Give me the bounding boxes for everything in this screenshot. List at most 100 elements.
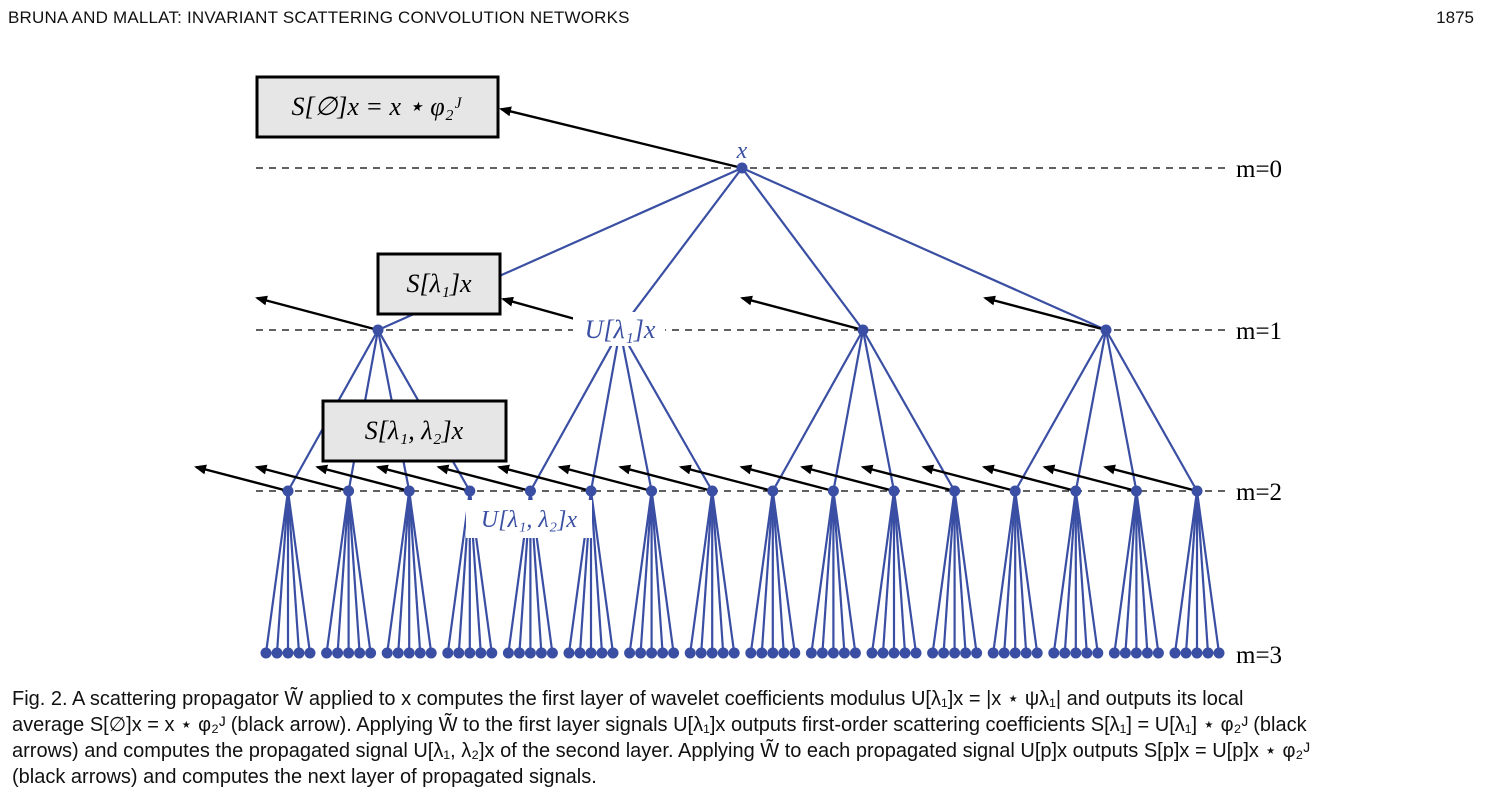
u-lambda1-label: U[λ₁]x: [585, 315, 656, 344]
level-label-m0: m=0: [1236, 156, 1282, 183]
level3-node: [293, 647, 305, 659]
level3-node: [332, 647, 344, 659]
edge-level2-level3: [1063, 490, 1077, 654]
level3-node: [998, 647, 1010, 659]
level3-node: [1152, 647, 1164, 659]
level3-node: [442, 647, 454, 659]
level3-node: [574, 647, 586, 659]
level3-node: [756, 647, 768, 659]
edge-level2-level3: [992, 490, 1017, 654]
edge-level1-level2: [832, 329, 865, 492]
edge-level2-level3: [881, 490, 896, 654]
edge-level2-level3: [347, 490, 372, 654]
edge-level2-level3: [1074, 490, 1088, 654]
level3-node: [910, 647, 922, 659]
page-number: 1875: [1436, 8, 1474, 27]
arrow-level1-output: [740, 295, 864, 332]
edge-level2-level3: [892, 490, 918, 654]
level3-node: [635, 647, 647, 659]
arrow-level2-output: [618, 464, 713, 493]
edge-level2-level3: [771, 490, 796, 654]
edge-level2-level3: [325, 490, 350, 654]
level3-node: [778, 647, 790, 659]
level2-node: [1130, 485, 1142, 497]
box-s-empty: S[∅]x = x ⋆ φ₂ᴶ: [255, 75, 500, 139]
level3-node: [1169, 647, 1181, 659]
level-label-m1: m=1: [1236, 318, 1282, 345]
edge-level1-level2: [1105, 329, 1198, 492]
level2-node: [585, 485, 597, 497]
u-lambda1-lambda2-label: U[λ₁, λ₂]x: [481, 507, 577, 533]
edge-level2-level3: [892, 490, 907, 654]
arrow-level2-output: [860, 464, 955, 493]
level3-node: [1059, 647, 1071, 659]
edge-level2-level3: [1113, 490, 1138, 654]
level2-node: [464, 485, 476, 497]
edge-level1-level2: [1014, 329, 1107, 492]
edge-level2-level3: [931, 490, 956, 654]
level3-node: [938, 647, 950, 659]
caption-line-3: arrows) and computes the propagated sign…: [12, 740, 1310, 762]
level3-node: [1202, 647, 1214, 659]
caption-line-2: average S[∅]x = x ⋆ φ₂ᴶ (black arrow). A…: [12, 714, 1307, 736]
edge-level2-level3: [347, 490, 361, 654]
edge-root-level1: [741, 167, 864, 331]
level-label-m3: m=3: [1236, 642, 1282, 669]
edge-level2-level3: [749, 490, 774, 654]
level2-node: [767, 485, 779, 497]
level3-node: [1108, 647, 1120, 659]
level3-node: [805, 647, 817, 659]
level3-node: [1141, 647, 1153, 659]
arrow-level2-output: [1042, 464, 1137, 493]
level3-node: [624, 647, 636, 659]
level2-node: [646, 485, 658, 497]
edge-root-level1: [741, 166, 1107, 332]
edge-level2-level3: [771, 490, 785, 654]
edge-level2-level3: [870, 490, 896, 654]
level3-node: [657, 647, 669, 659]
level3-node: [304, 647, 316, 659]
edge-level2-level3: [286, 490, 312, 654]
level2-node: [282, 485, 294, 497]
level3-node: [949, 647, 961, 659]
edge-level2-level3: [1173, 490, 1199, 654]
edge-level1-level2: [862, 329, 956, 492]
edge-level2-level3: [832, 490, 857, 654]
level3-node: [1092, 647, 1104, 659]
level3-node: [987, 647, 999, 659]
level3-node: [706, 647, 718, 659]
arrow-level2-output: [375, 464, 471, 493]
level3-node: [827, 647, 839, 659]
edge-root-level1: [619, 167, 743, 331]
level3-node: [1081, 647, 1093, 659]
root-node: [736, 162, 748, 174]
level-label-m2: m=2: [1236, 479, 1282, 506]
level3-node: [1009, 647, 1021, 659]
edge-level2-level3: [589, 490, 615, 654]
level3-node: [271, 647, 283, 659]
edge-level2-level3: [760, 490, 774, 654]
box-s-lambda1: S[λ₁]x: [376, 252, 502, 316]
level3-node: [425, 647, 437, 659]
edge-level1-level2: [618, 329, 653, 492]
box-s-lambda1-lambda2: S[λ₁, λ₂]x: [321, 399, 508, 463]
level3-node: [1048, 647, 1060, 659]
level3-node: [1180, 647, 1192, 659]
arrow-root-output: [499, 106, 743, 170]
level1-node: [857, 324, 869, 336]
level3-node: [475, 647, 487, 659]
edge-level2-level3: [628, 490, 653, 654]
level3-node: [1119, 647, 1131, 659]
level3-node: [282, 647, 294, 659]
edge-level2-level3: [1003, 490, 1017, 654]
edge-level2-level3: [408, 490, 422, 654]
tree-edges: [264, 166, 1221, 654]
level3-node: [888, 647, 900, 659]
arrow-level2-output: [1103, 464, 1198, 493]
caption-line-1: Fig. 2. A scattering propagator W̃ appli…: [12, 688, 1244, 710]
level3-node: [927, 647, 939, 659]
level3-node: [728, 647, 740, 659]
edge-level1-level2: [589, 329, 622, 492]
level3-node: [838, 647, 850, 659]
box-s-lambda1-lambda2-label: S[λ₁, λ₂]x: [365, 416, 464, 445]
